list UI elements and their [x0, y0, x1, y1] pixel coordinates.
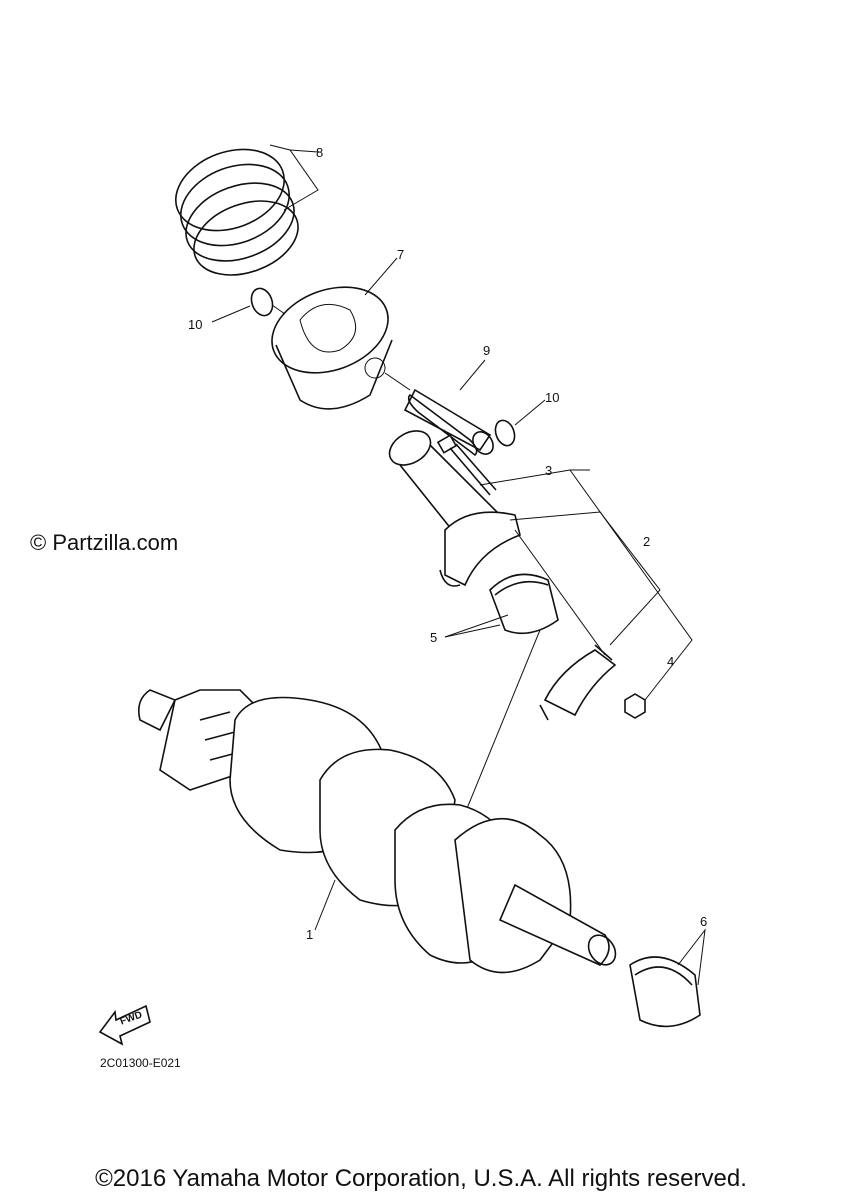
piston-rings[interactable]: [164, 135, 308, 288]
leader-10a: [211, 305, 251, 323]
callout-2: 2: [643, 534, 651, 549]
main-bearing[interactable]: [629, 956, 701, 1028]
rod-nut[interactable]: [624, 693, 646, 719]
callout-3: 3: [545, 463, 553, 478]
crankshaft[interactable]: [137, 689, 621, 974]
fwd-arrow-icon: [98, 1004, 151, 1046]
piston-pin[interactable]: [403, 388, 497, 458]
leader-5: [444, 614, 509, 638]
leader-6: [677, 928, 706, 986]
connecting-rod[interactable]: [383, 424, 521, 587]
piston[interactable]: [260, 272, 400, 410]
leader-5b: [444, 624, 501, 638]
circlip-right[interactable]: [492, 418, 518, 449]
callout-10-left: 10: [188, 317, 203, 332]
callout-9: 9: [483, 343, 491, 358]
callout-4: 4: [667, 654, 675, 669]
leader-10b: [514, 399, 546, 426]
leader-8b: [289, 149, 319, 153]
callout-7: 7: [397, 247, 405, 262]
circlip-left[interactable]: [248, 285, 276, 318]
rod-bolt[interactable]: [436, 434, 497, 496]
callout-8: 8: [316, 145, 324, 160]
leader-piston-left: [271, 304, 286, 315]
copyright-notice: ©2016 Yamaha Motor Corporation, U.S.A. A…: [95, 1165, 747, 1192]
leader-rod-axis: [514, 529, 606, 656]
leader-3: [479, 469, 590, 486]
leader-7: [364, 257, 398, 296]
rod-bearings[interactable]: [489, 573, 559, 635]
callout-6: 6: [700, 914, 708, 929]
rod-cap[interactable]: [539, 644, 617, 721]
diagram-code: 2C01300-E021: [100, 1056, 181, 1070]
callout-5: 5: [430, 630, 438, 645]
callout-1: 1: [306, 927, 314, 942]
leader-pin-axis: [384, 372, 411, 391]
leader-9: [459, 359, 486, 391]
leader-2-3-bracket: [569, 469, 693, 701]
leader-1: [314, 879, 336, 931]
watermark: © Partzilla.com: [30, 530, 179, 555]
leader-2-bracket: [509, 511, 661, 646]
callout-10-right: 10: [545, 390, 560, 405]
leader-8: [269, 144, 319, 211]
